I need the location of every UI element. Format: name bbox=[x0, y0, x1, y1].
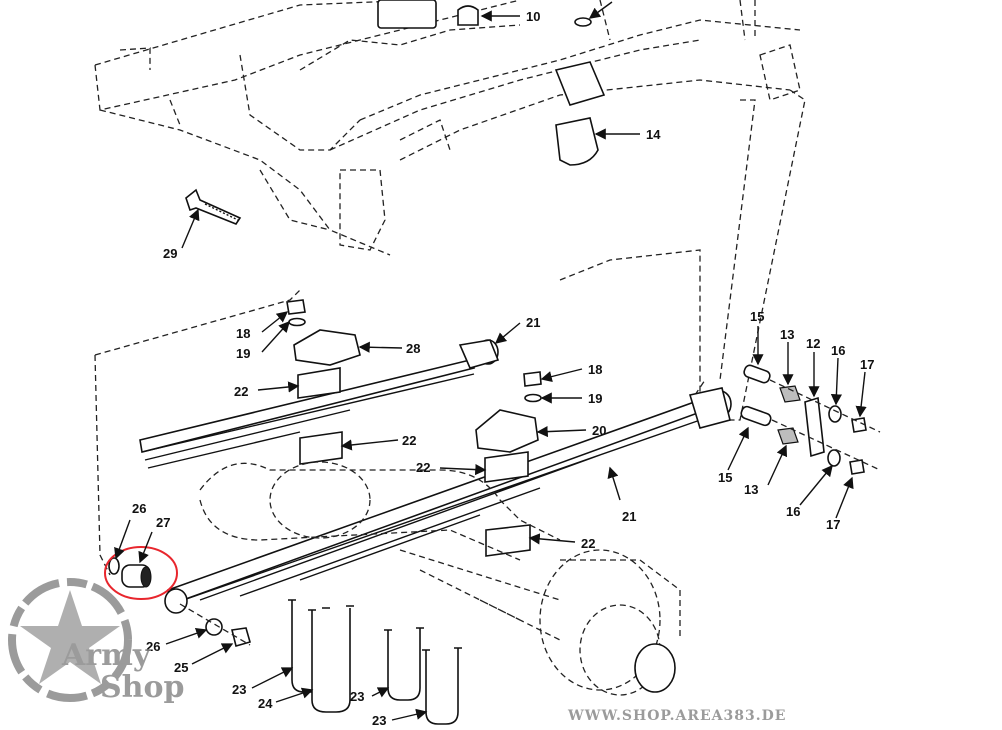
nut-washer-left bbox=[286, 299, 306, 327]
watermark-line-1: Army bbox=[61, 638, 152, 673]
callout-21-bottom: 21 bbox=[622, 509, 636, 524]
leaf-spring-rear bbox=[139, 339, 500, 469]
callout-23-a: 23 bbox=[232, 682, 246, 697]
callout-15-bottom: 15 bbox=[718, 470, 732, 485]
callout-26-top: 26 bbox=[132, 501, 146, 516]
callout-27: 27 bbox=[156, 515, 170, 530]
callout-24: 24 bbox=[258, 696, 273, 711]
callout-15-top: 15 bbox=[750, 309, 764, 324]
callout-17-top: 17 bbox=[860, 357, 874, 372]
callout-22-c: 22 bbox=[416, 460, 430, 475]
spring-plates bbox=[297, 367, 531, 557]
callout-16-top: 16 bbox=[831, 343, 845, 358]
army-shop-watermark: Army Shop WWW.SHOP.AREA383.DE bbox=[8, 578, 786, 724]
callout-13-top: 13 bbox=[780, 327, 794, 342]
leaf-spring-front bbox=[164, 387, 732, 614]
shackle-assembly bbox=[740, 364, 881, 475]
callout-16-bottom: 16 bbox=[786, 504, 800, 519]
callout-20: 20 bbox=[592, 423, 606, 438]
washer-top bbox=[574, 17, 592, 27]
callout-13-bottom: 13 bbox=[744, 482, 758, 497]
callout-19-left: 19 bbox=[236, 346, 250, 361]
callout-25: 25 bbox=[174, 660, 188, 675]
callout-21-top: 21 bbox=[526, 315, 540, 330]
callout-10: 10 bbox=[526, 9, 540, 24]
vehicle-frame bbox=[94, 0, 806, 576]
callout-22-d: 22 bbox=[581, 536, 595, 551]
callout-19-right: 19 bbox=[588, 391, 602, 406]
callout-17-bottom: 17 bbox=[826, 517, 840, 532]
watermark-site: WWW.SHOP.AREA383.DE bbox=[567, 708, 786, 724]
callout-22-a: 22 bbox=[234, 384, 248, 399]
star-emblem-icon bbox=[8, 578, 132, 702]
callout-12: 12 bbox=[806, 336, 820, 351]
nut-washer-right bbox=[523, 371, 542, 403]
axle-housing bbox=[199, 461, 681, 696]
callout-29: 29 bbox=[163, 246, 177, 261]
leader-lines bbox=[114, 1, 867, 721]
u-bolt-right bbox=[384, 627, 462, 725]
eye-bushing bbox=[108, 557, 152, 588]
watermark-line-2: Shop bbox=[100, 670, 184, 705]
highlight-ring bbox=[104, 546, 178, 600]
callout-23-c: 23 bbox=[372, 713, 386, 728]
callout-28: 28 bbox=[406, 341, 420, 356]
callout-labels: 10 14 29 18 19 28 21 22 22 18 19 20 22 2… bbox=[132, 9, 874, 728]
spring-seat-20 bbox=[475, 409, 539, 453]
callout-18-left: 18 bbox=[236, 326, 250, 341]
bump-stop-10 bbox=[377, 0, 479, 29]
u-bolt-left bbox=[288, 599, 354, 713]
spring-seat-28 bbox=[293, 329, 361, 366]
bracket-top bbox=[554, 61, 606, 106]
nut-washer-front bbox=[179, 603, 251, 647]
callout-22-b: 22 bbox=[402, 433, 416, 448]
callout-23-b: 23 bbox=[350, 689, 364, 704]
callout-26-bottom: 26 bbox=[146, 639, 160, 654]
bump-stop-14 bbox=[555, 117, 599, 166]
callout-14: 14 bbox=[646, 127, 661, 142]
callout-18-right: 18 bbox=[588, 362, 602, 377]
